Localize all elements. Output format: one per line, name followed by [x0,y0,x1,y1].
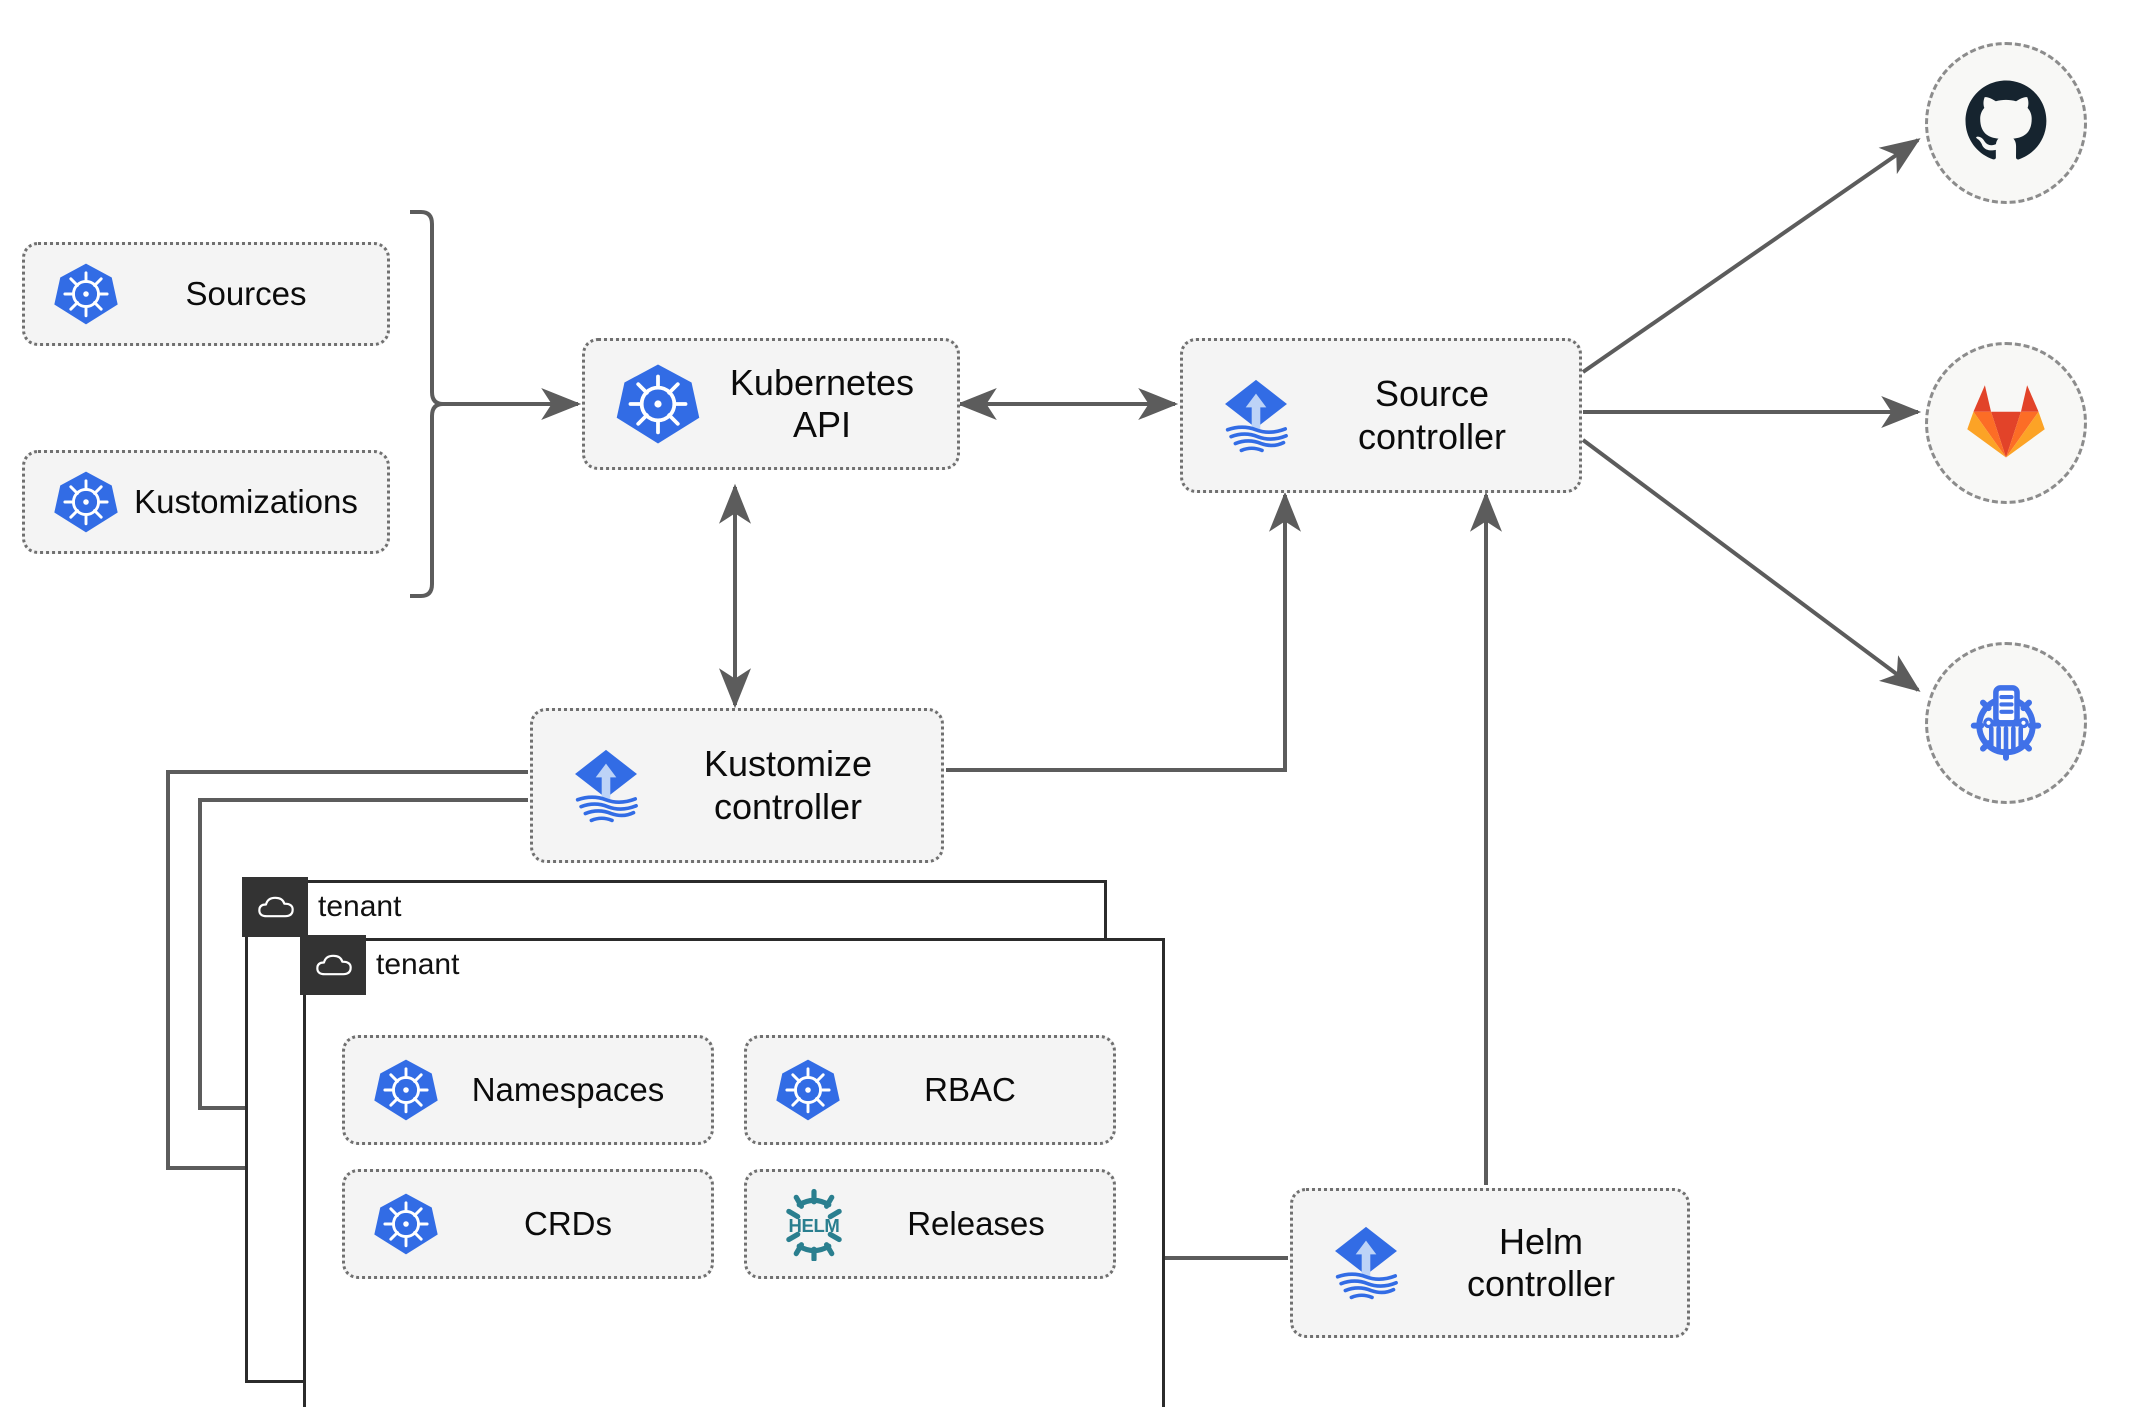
helm-repository-icon [1960,675,2052,772]
helm-icon: HELM [775,1188,853,1261]
tenant-resource-rbac[interactable]: RBAC [744,1035,1116,1145]
node-label: Kubernetes API [729,361,915,445]
tenant-resource-label: Namespaces [471,1070,665,1108]
tenant-label-back: tenant [318,890,402,923]
resource-chip-label: Sources [185,274,307,312]
kubernetes-icon [373,1057,439,1123]
tenant-resource-label: Releases [907,1204,1045,1242]
cloud-icon [314,950,354,980]
flux-icon [563,743,649,829]
tenant-tab-front [300,935,366,995]
node-kustomize-controller[interactable]: Kustomize controller [530,708,944,863]
kubernetes-icon [53,469,119,535]
github-icon [1960,75,2052,172]
kubernetes-icon [775,1057,841,1123]
tenant-resource-crds[interactable]: CRDs [342,1169,714,1279]
node-source-controller[interactable]: Source controller [1180,338,1582,493]
node-helm-controller[interactable]: Helm controller [1290,1188,1690,1338]
node-kubernetes-api[interactable]: Kubernetes API [582,338,960,470]
flux-icon [1323,1220,1409,1306]
tenant-resource-releases[interactable]: HELM Releases [744,1169,1116,1279]
tenant-resource-grid: Namespaces RBAC [342,1035,1116,1279]
resource-chip-kustomizations[interactable]: Kustomizations [22,450,390,554]
provider-helm-repository[interactable] [1925,642,2087,804]
kubernetes-icon [373,1191,439,1257]
gitlab-icon [1962,380,2050,466]
node-label: Helm controller [1466,1220,1616,1304]
kubernetes-icon [53,261,119,327]
kubernetes-icon [615,361,701,447]
node-label: Kustomize controller [703,743,873,827]
provider-gitlab[interactable] [1925,342,2087,504]
resource-chip-sources[interactable]: Sources [22,242,390,346]
flux-icon [1213,373,1299,459]
tenant-resource-label: CRDs [524,1204,612,1242]
resource-chip-label: Kustomizations [134,482,358,520]
node-label: Source controller [1357,373,1507,457]
svg-text:HELM: HELM [789,1215,840,1236]
cloud-icon [256,892,296,922]
tenant-tab-back [242,877,308,937]
tenant-label-front: tenant [376,948,460,981]
tenant-resource-label: RBAC [924,1070,1016,1108]
tenant-resource-namespaces[interactable]: Namespaces [342,1035,714,1145]
provider-github[interactable] [1925,42,2087,204]
